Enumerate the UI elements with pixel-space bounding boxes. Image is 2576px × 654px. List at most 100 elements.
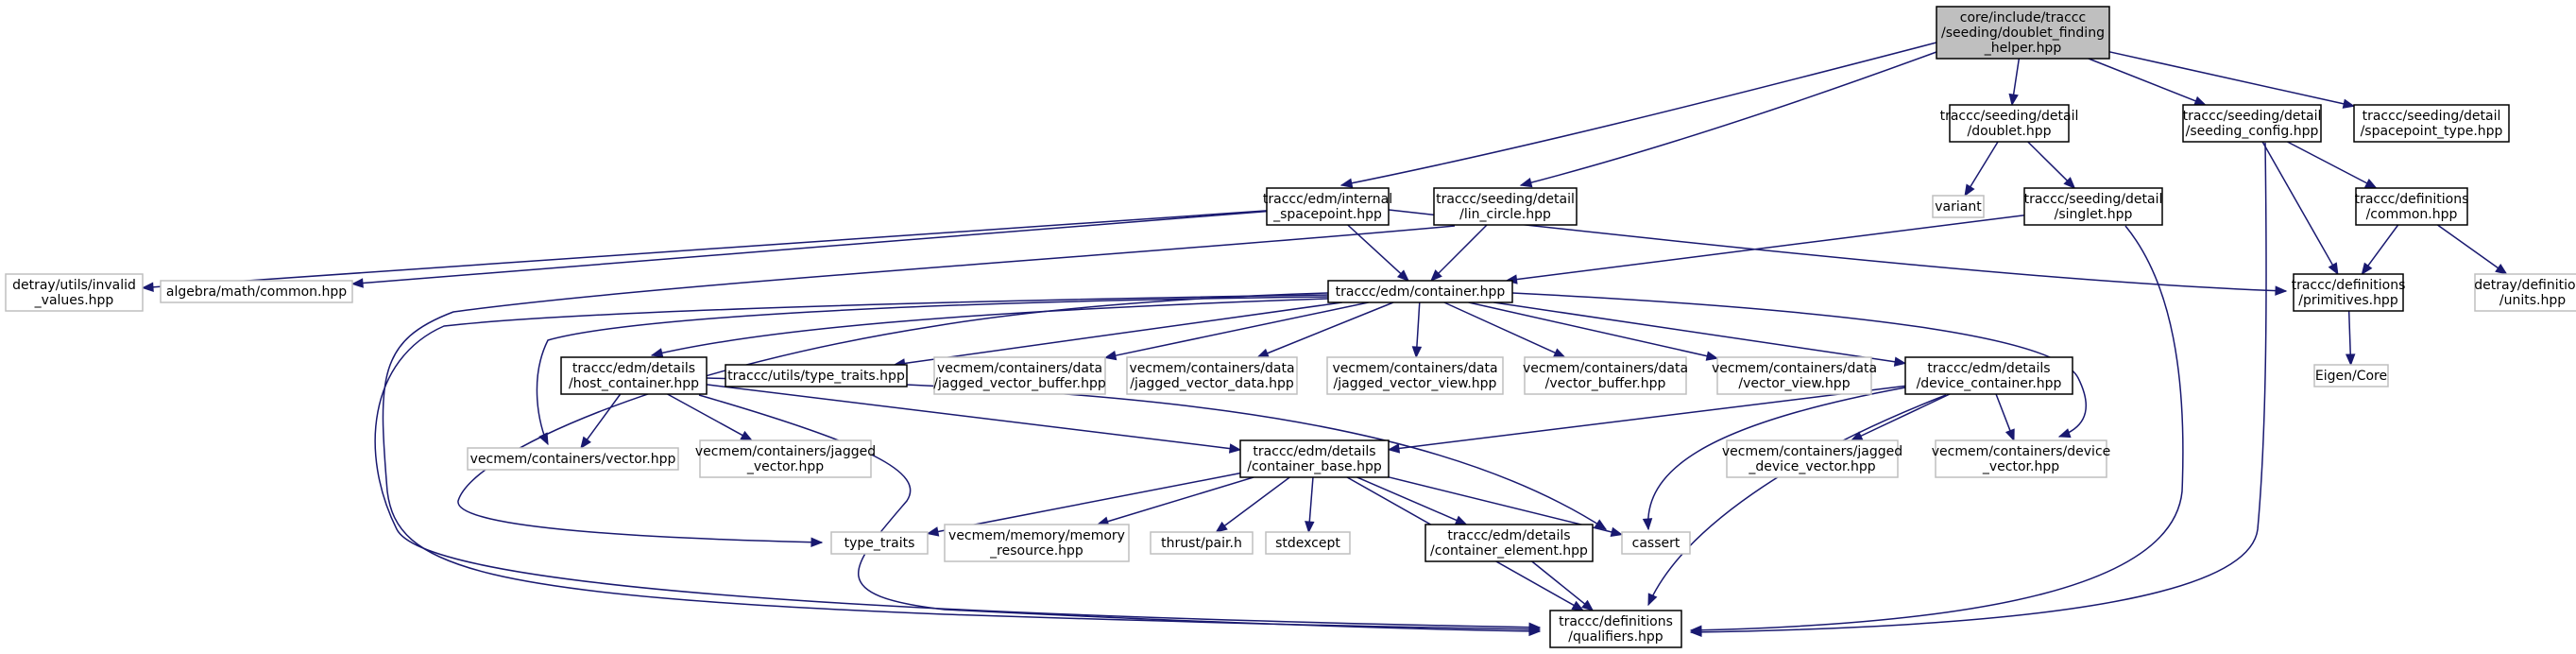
node-label-line: /vector_buffer.hpp xyxy=(1545,376,1666,391)
arrowhead xyxy=(926,526,940,537)
file-node-root[interactable]: core/include/traccc/seeding/doublet_find… xyxy=(1936,6,2110,60)
edge-line xyxy=(1647,394,1947,606)
file-node-def-common[interactable]: traccc/definitions/common.hpp xyxy=(2355,187,2469,226)
arrowhead xyxy=(1411,346,1423,359)
edge-line xyxy=(1114,301,1369,357)
file-node-spacepoint-type[interactable]: traccc/seeding/detail/spacepoint_type.hp… xyxy=(2353,104,2510,143)
dependency-edge xyxy=(1964,141,1999,198)
node-box xyxy=(1549,610,1682,648)
node-label-line: traccc/edm/details xyxy=(1927,361,2050,376)
edge-line xyxy=(457,292,1329,543)
node-label-line: vecmem/containers/data xyxy=(1129,361,1294,376)
arrowhead xyxy=(2342,98,2356,109)
arrowhead xyxy=(1647,593,1658,607)
node-label-line: vecmem/containers/data xyxy=(1712,361,1877,376)
node-box xyxy=(1949,104,2070,143)
file-node-vecmem-vector: vecmem/containers/vector.hpp xyxy=(467,447,679,471)
file-node-device-vector: vecmem/containers/device_vector.hpp xyxy=(1932,439,2110,478)
file-node-host-container[interactable]: traccc/edm/details/host_container.hpp xyxy=(560,356,708,395)
arrowhead xyxy=(2275,285,2288,296)
node-label-line: /common.hpp xyxy=(2366,207,2458,222)
file-node-primitives[interactable]: traccc/definitions/primitives.hpp xyxy=(2292,273,2406,312)
file-node-thrust-pair: thrust/pair.h xyxy=(1150,531,1254,555)
edge-line xyxy=(1515,214,2025,281)
dependency-edge xyxy=(1103,301,1369,361)
dependency-edge xyxy=(1443,301,1566,358)
edge-line xyxy=(1443,301,1557,354)
node-box xyxy=(1726,439,1899,478)
edge-line xyxy=(1969,141,1999,188)
dependency-edge xyxy=(706,384,1242,454)
file-node-v-view: vecmem/containers/data/vector_view.hpp xyxy=(1712,356,1877,395)
edge-line xyxy=(2287,141,2369,185)
node-box xyxy=(1239,439,1390,478)
node-box xyxy=(1524,356,1687,395)
file-node-container-base[interactable]: traccc/edm/details/container_base.hpp xyxy=(1239,439,1390,478)
dependency-edge xyxy=(1347,224,1409,282)
node-label-line: cassert xyxy=(1632,536,1680,551)
file-node-seeding-config[interactable]: traccc/seeding/detail/seeding_config.hpp xyxy=(2182,104,2322,143)
dependency-edge xyxy=(1642,387,1906,531)
dependency-edge xyxy=(2436,224,2508,275)
dependency-edge xyxy=(1305,476,1315,534)
edge-line xyxy=(2108,51,2346,105)
file-node-internal-sp[interactable]: traccc/edm/internal_spacepoint.hpp xyxy=(1263,187,1392,226)
edge-line xyxy=(1223,476,1290,527)
dependency-edge xyxy=(1850,393,1951,441)
edge-line xyxy=(706,384,1232,450)
dependency-edge xyxy=(1411,301,1423,359)
edge-line xyxy=(1520,51,1937,186)
node-box xyxy=(1936,6,2110,60)
file-node-v-buffer: vecmem/containers/data/vector_buffer.hpp xyxy=(1523,356,1688,395)
node-label-line: traccc/edm/container.hpp xyxy=(1336,284,1506,300)
arrowhead xyxy=(1228,443,1242,454)
edge-line xyxy=(936,472,1241,533)
file-node-type-traits-hpp[interactable]: traccc/utils/type_traits.hpp xyxy=(725,364,908,387)
node-box xyxy=(2313,364,2389,387)
dependency-edge xyxy=(2287,141,2378,189)
node-box xyxy=(944,524,1130,562)
file-node-lin-circle[interactable]: traccc/seeding/detail/lin_circle.hpp xyxy=(1433,187,1578,226)
arrowhead xyxy=(1103,351,1117,361)
arrowhead xyxy=(1519,178,1533,188)
node-box xyxy=(725,364,908,387)
node-box xyxy=(5,273,144,312)
file-node-singlet[interactable]: traccc/seeding/detail/singlet.hpp xyxy=(2023,187,2163,226)
node-label-line: _spacepoint.hpp xyxy=(1272,207,1382,222)
file-node-jagged-vector: vecmem/containers/jagged_vector.hpp xyxy=(695,439,876,478)
dependency-edge xyxy=(1647,394,1947,607)
file-node-container-element[interactable]: traccc/edm/details/container_element.hpp xyxy=(1424,524,1594,562)
file-node-doublet[interactable]: traccc/seeding/detail/doublet.hpp xyxy=(1940,104,2079,143)
dependency-edge xyxy=(2108,51,2356,109)
edge-line xyxy=(698,394,1541,632)
dependency-edge xyxy=(1689,225,2184,635)
dependency-edge xyxy=(667,393,754,441)
dependency-edge xyxy=(1519,51,1937,188)
file-nodes: core/include/traccc/seeding/doublet_find… xyxy=(5,6,2576,648)
arrowhead xyxy=(1689,625,1702,635)
arrowhead xyxy=(810,537,824,547)
arrowhead xyxy=(1339,178,1354,188)
edge-line xyxy=(1531,560,1586,606)
edge-line xyxy=(382,225,1541,630)
edge-line xyxy=(2261,141,2334,267)
file-node-qualifiers[interactable]: traccc/definitions/qualifiers.hpp xyxy=(1549,610,1682,648)
dependency-edge xyxy=(1493,301,1907,367)
dependency-edge xyxy=(1356,476,1468,525)
file-node-jv-buffer: vecmem/containers/data/jagged_vector_buf… xyxy=(933,356,1106,395)
file-node-variant: variant xyxy=(1932,195,1985,218)
file-node-container[interactable]: traccc/edm/container.hpp xyxy=(1327,280,1513,303)
arrowhead xyxy=(1581,599,1595,611)
file-node-algebra-common: algebra/math/common.hpp xyxy=(160,280,353,303)
arrowhead xyxy=(2063,177,2076,189)
file-node-device-container[interactable]: traccc/edm/details/device_container.hpp xyxy=(1904,356,2073,395)
edge-line xyxy=(1388,209,2287,292)
arrowhead xyxy=(1430,269,1442,282)
node-box xyxy=(1424,524,1594,562)
dependency-edge xyxy=(1096,476,1254,526)
edge-line xyxy=(1437,224,1488,275)
node-label-line: vecmem/memory/memory xyxy=(948,528,1125,543)
arrowhead xyxy=(538,432,549,446)
edge-line xyxy=(1308,476,1314,524)
